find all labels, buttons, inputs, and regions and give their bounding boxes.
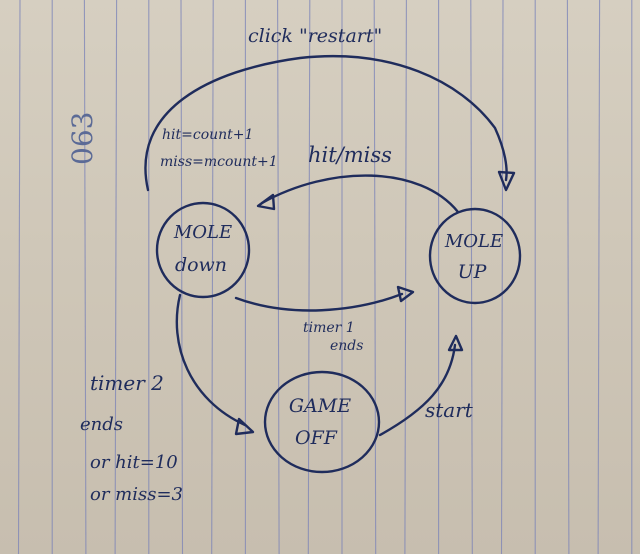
ruled-line [277, 0, 280, 554]
transition-start: start [378, 334, 474, 437]
page-number: 063 [66, 112, 99, 165]
timer1-arrow-line [234, 292, 404, 312]
ruled-line [404, 0, 407, 554]
ruled-line [180, 0, 184, 554]
start-arrow-line [378, 343, 457, 437]
state-mole-up-circle [428, 207, 522, 305]
timer1-arrowhead [396, 285, 415, 303]
timer2-label-2: ends [80, 414, 123, 435]
timer2-label-1: timer 2 [90, 371, 164, 395]
state-game-off: GAME OFF [263, 370, 381, 474]
hit-action-label: hit=count+1 [162, 127, 253, 143]
timer2-label-4: or miss=3 [90, 484, 183, 505]
state-mole-down: MOLE down [155, 201, 251, 299]
state-mole-up-label-2: UP [458, 261, 488, 283]
start-label: start [425, 398, 474, 422]
ruled-line [470, 0, 473, 554]
transition-hit-miss: hit/miss hit=count+1 miss=mcount+1 [160, 127, 460, 214]
miss-action-label: miss=mcount+1 [160, 154, 278, 170]
state-game-off-label-2: OFF [295, 427, 338, 449]
ruled-line [500, 0, 504, 554]
hit-miss-arrowhead [256, 193, 276, 211]
timer2-arrowhead [234, 417, 255, 436]
ruled-line [17, 0, 21, 554]
timer1-label-1: timer 1 [303, 320, 355, 336]
restart-arrowhead [497, 170, 516, 192]
ruled-line [114, 0, 118, 554]
state-mole-down-label-1: MOLE [173, 222, 232, 243]
transition-timer1: timer 1 ends [234, 285, 415, 354]
timer2-label-3: or hit=10 [90, 452, 178, 473]
state-game-off-label-1: GAME [289, 395, 351, 417]
transition-restart: click "restart" [144, 25, 516, 192]
state-mole-down-label-2: down [175, 254, 227, 276]
ruled-line [373, 0, 377, 554]
restart-arrow-line [144, 54, 508, 192]
ruled-line [211, 0, 214, 554]
ruled-line [597, 0, 601, 554]
ruled-line [566, 0, 570, 554]
ruled-line [83, 0, 87, 554]
timer1-label-2: ends [330, 338, 363, 354]
ruled-line [307, 0, 311, 554]
start-arrowhead [447, 334, 464, 352]
restart-label: click "restart" [248, 25, 382, 47]
state-mole-up: MOLE UP [428, 207, 522, 305]
ruled-lines [17, 0, 633, 554]
timer2-arrow-line [175, 293, 247, 427]
state-mole-down-circle [155, 201, 251, 299]
state-mole-up-label-1: MOLE [444, 231, 503, 252]
transition-timer2: timer 2 ends or hit=10 or miss=3 [80, 293, 255, 505]
hit-miss-label: hit/miss [308, 143, 392, 167]
hit-miss-arrow-line [260, 174, 460, 214]
state-game-off-circle [263, 370, 381, 474]
